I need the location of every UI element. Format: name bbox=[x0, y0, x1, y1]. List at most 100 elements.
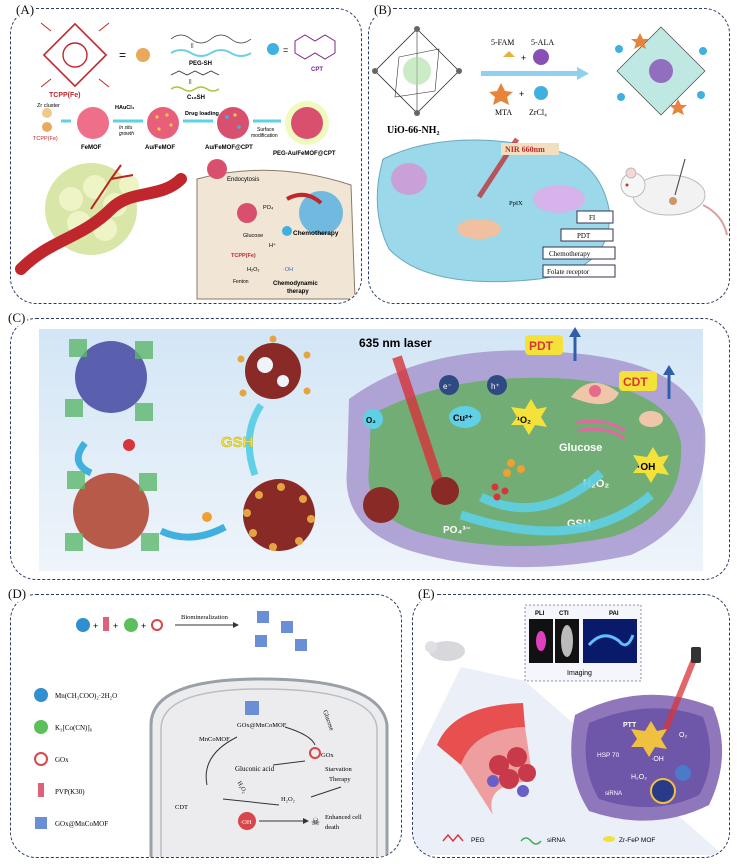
mof-cubes bbox=[255, 611, 307, 651]
hole-label: h⁺ bbox=[491, 382, 500, 391]
panel-e-label: (E) bbox=[416, 586, 437, 602]
laser-label: 635 nm laser bbox=[359, 336, 432, 350]
c18sh-wave bbox=[170, 86, 220, 92]
tumor-cluster bbox=[489, 747, 536, 789]
imaging-label: Imaging bbox=[567, 670, 592, 677]
folate-receptor-label: Folate receptor bbox=[547, 268, 590, 276]
mouse-icon-e bbox=[425, 641, 465, 661]
panel-b-illustration: UiO-66-NH₂ 5-FAM 5-ALA + + MTA ZrCl₄ bbox=[372, 26, 728, 283]
nir-label: NIR 660nm bbox=[505, 145, 545, 154]
oh-label-a: ·OH bbox=[283, 267, 293, 273]
tcpp-sphere bbox=[136, 48, 150, 62]
panel-a: TCPP(Fe) = || PEG-SH || C₁₈SH = CPT Zr c… bbox=[10, 8, 362, 304]
legend-d bbox=[34, 688, 48, 829]
legend-mof: Zr-FeP MOF bbox=[619, 837, 655, 844]
svg-text:||: || bbox=[189, 79, 192, 85]
zrcl4-icon bbox=[534, 86, 548, 100]
legend-item-0: Mn(CH₃COO)₂·2H₂O bbox=[55, 692, 117, 700]
fenton-label: Fenton bbox=[233, 279, 249, 285]
panel-d: + + + Biomineralization Mn(CH₃COO)₂·2H₂O… bbox=[10, 594, 402, 858]
degraded-particle bbox=[237, 335, 311, 399]
mof-particle-red bbox=[73, 473, 149, 549]
growth-label: growth bbox=[119, 131, 134, 137]
pdt-label-b: PDT bbox=[577, 232, 591, 240]
in-situ-label: In situ bbox=[119, 125, 133, 131]
incoming-particle bbox=[363, 487, 399, 523]
svg-text:+: + bbox=[519, 89, 524, 99]
tcpp-label: TCPP(Fe) bbox=[49, 92, 81, 99]
mof-particle-blue bbox=[75, 341, 147, 413]
copper-ion-dot bbox=[123, 439, 135, 451]
oh-label-e: ·OH bbox=[651, 756, 664, 763]
chemodynamic-label: Chemodynamic bbox=[273, 281, 318, 287]
svg-text:+: + bbox=[141, 621, 146, 631]
sirna-label-mid: siRNA bbox=[605, 791, 622, 797]
arrow-bottom-right bbox=[159, 523, 227, 541]
nucleus-e bbox=[650, 778, 676, 804]
po4-label-c: PO₄³⁻ bbox=[443, 525, 471, 536]
legend-item-4: GOx@MnCoMOF bbox=[55, 820, 108, 828]
enhanced-label: Enhanced cell bbox=[325, 814, 362, 821]
legend-item-2: GOx bbox=[55, 756, 69, 764]
therapy-label-d: Therapy bbox=[329, 776, 351, 783]
legend-item-3: PVP(K30) bbox=[55, 788, 85, 796]
endocytosis-label: Endocytosis bbox=[227, 177, 259, 183]
cancer-cell bbox=[196, 159, 356, 300]
laser-beam-e bbox=[662, 655, 698, 733]
panel-e: PLI CTI PAI Imaging PTT O₂ ·OH HSP 70 H₂… bbox=[412, 594, 730, 858]
electron-label: e⁻ bbox=[443, 382, 452, 391]
c18sh-label: C₁₈SH bbox=[187, 95, 205, 101]
au-femof-label: Au/FeMOF bbox=[145, 145, 175, 151]
glucose-label-c: Glucose bbox=[559, 442, 602, 454]
ala-label: 5-ALA bbox=[531, 38, 554, 47]
gluconic-acid-label: Gluconic acid bbox=[235, 765, 275, 773]
drug-loading-label: Drug loading bbox=[185, 111, 219, 117]
uio-66-octahedron bbox=[372, 26, 462, 116]
po4-label: PO₄ bbox=[263, 205, 274, 211]
tcpp-molecule bbox=[40, 22, 110, 88]
svg-text:||: || bbox=[191, 43, 194, 49]
ala-icon bbox=[533, 49, 549, 65]
panel-c-illustration: GSH 635 nm laser PDT CDT e⁻ h⁺ O₂ Cu²⁺ ¹… bbox=[39, 327, 706, 571]
svg-text:+: + bbox=[113, 621, 118, 631]
modification-label: modification bbox=[251, 133, 278, 139]
h-plus-label-a: H⁺ bbox=[269, 242, 276, 249]
laser-beam bbox=[392, 355, 444, 485]
mta-label: MTA bbox=[495, 108, 512, 117]
pai-label: PAI bbox=[609, 611, 619, 617]
cdt-label-d: CDT bbox=[175, 804, 188, 811]
tumor-tissue bbox=[15, 163, 187, 275]
h2o2-label-a: H₂O₂ bbox=[247, 267, 260, 273]
oh-label-c: ·OH bbox=[637, 462, 655, 473]
gsh-label-left: GSH bbox=[221, 434, 254, 451]
panel-c: GSH 635 nm laser PDT CDT e⁻ h⁺ O₂ Cu²⁺ ¹… bbox=[10, 318, 730, 580]
o2-label-c: O₂ bbox=[366, 416, 376, 425]
pdt-label-c: PDT bbox=[529, 339, 554, 353]
h2o2-label-d1: H₂O₂ bbox=[236, 780, 248, 794]
glucose-label-a: Glucose bbox=[243, 233, 263, 239]
legend-peg: PEG bbox=[471, 837, 485, 844]
legend-sirna: siRNA bbox=[547, 837, 566, 844]
o2-label-e: O₂ bbox=[679, 732, 687, 739]
pli-label: PLI bbox=[535, 611, 545, 617]
mta-icon bbox=[489, 83, 513, 105]
cpt-structure bbox=[294, 34, 336, 60]
mof-clusters bbox=[65, 339, 153, 421]
femof-label: FeMOF bbox=[81, 145, 102, 151]
starvation-label: Starvation bbox=[325, 766, 352, 773]
therapy-label-a: therapy bbox=[287, 289, 309, 295]
tcpp-label-2: TCPP(Fe) bbox=[33, 136, 58, 142]
h2o2-label-e: H₂O₂ bbox=[631, 774, 647, 781]
oh-label-d: ·OH bbox=[240, 819, 252, 826]
svg-text:+: + bbox=[521, 53, 526, 63]
mncomof-label: MnCoMOF bbox=[199, 736, 230, 743]
cdt-label-c: CDT bbox=[623, 375, 648, 389]
fi-label: FI bbox=[589, 214, 596, 222]
gsh-arrow-up bbox=[245, 403, 264, 477]
uio-label: UiO-66-NH₂ bbox=[387, 125, 439, 136]
zr-cluster-label: Zr cluster bbox=[37, 103, 60, 109]
au-femof-cpt-label: Au/FeMOF@CPT bbox=[205, 145, 253, 151]
cell-membrane bbox=[149, 677, 389, 857]
legend-sirna-icon bbox=[520, 837, 542, 845]
h2o2-label-d2: H₂O₂ bbox=[281, 796, 295, 803]
